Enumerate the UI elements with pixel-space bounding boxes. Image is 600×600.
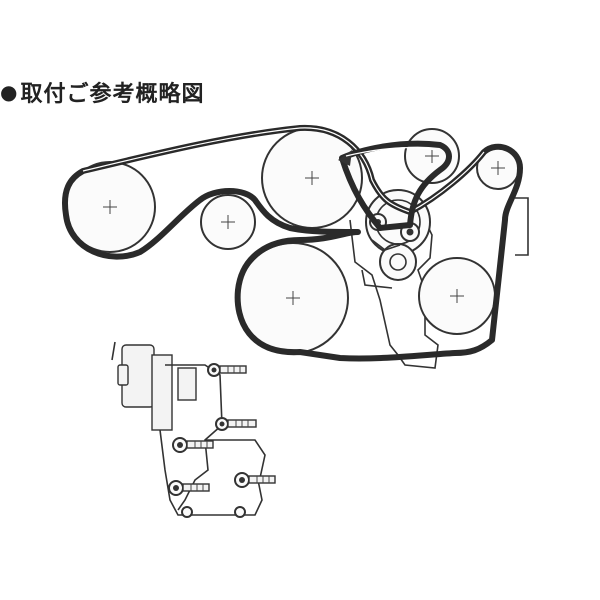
mount-hole-left — [181, 506, 193, 518]
routing-arrow-icon — [338, 146, 437, 166]
bullet-icon: ● — [0, 80, 19, 104]
outer-belt-rib — [82, 127, 485, 213]
pulley-lower-right — [418, 257, 496, 335]
engine-bracket-outline — [349, 197, 529, 369]
pulley-idler-small — [200, 194, 256, 250]
bolt-1 — [207, 363, 247, 377]
inner-drive-belt — [339, 140, 452, 231]
mount-hole-right — [234, 506, 246, 518]
bolt-2 — [215, 417, 257, 431]
bolt-5 — [168, 480, 210, 496]
figure-title: 取付ご参考概略図 — [20, 82, 205, 107]
bolt-4 — [234, 472, 276, 488]
bolt-3 — [172, 437, 214, 453]
figure-heading: ● 取付ご参考概略図 — [0, 76, 204, 108]
